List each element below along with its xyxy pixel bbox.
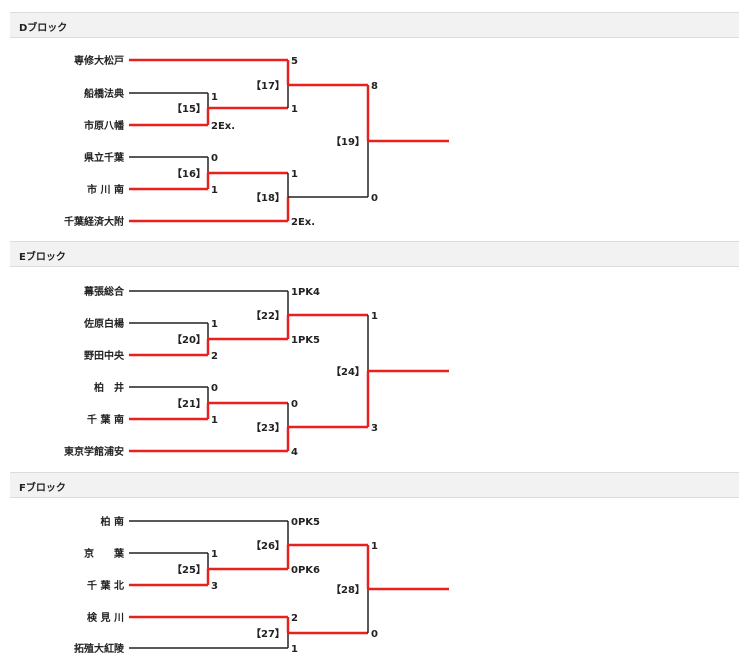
match-number: 【20】 — [172, 333, 206, 346]
score: 1PK5 — [291, 335, 320, 346]
team-label: 野田中央 — [84, 349, 125, 362]
score: 2Ex. — [291, 217, 315, 228]
score: 1 — [291, 169, 298, 180]
block-d-lines — [129, 58, 449, 223]
score: 2 — [291, 613, 298, 624]
team-label: 京 葉 — [84, 547, 125, 560]
team-label: 幕張総合 — [83, 285, 125, 298]
score: 5 — [291, 56, 298, 67]
score: 3 — [371, 423, 378, 434]
team-label: 船橋法典 — [84, 87, 124, 100]
score: 0 — [371, 193, 378, 204]
team-label: 拓殖大紅陵 — [74, 642, 125, 655]
match-number: 【23】 — [251, 421, 285, 434]
score: 1 — [211, 549, 218, 560]
block-e-header: Eブロック — [10, 241, 739, 267]
match-number: 【15】 — [172, 102, 206, 115]
block-f-header: Fブロック — [10, 472, 739, 498]
score: 0PK5 — [291, 517, 320, 528]
score: 1 — [211, 415, 218, 426]
score: 0 — [211, 153, 218, 164]
team-label: 県立千葉 — [84, 151, 125, 164]
block-e-text: 幕張総合 佐原白楊 野田中央 柏 井 千 葉 南 東京学館浦安 【20】 【21… — [64, 285, 378, 458]
match-number: 【27】 — [251, 627, 285, 640]
match-number: 【16】 — [172, 167, 206, 180]
team-label: 千 葉 南 — [87, 413, 124, 426]
match-number: 【28】 — [331, 583, 365, 596]
team-label: 佐原白楊 — [83, 317, 124, 330]
team-label: 柏 井 — [94, 381, 124, 394]
score: 4 — [291, 447, 298, 458]
score: 2 — [211, 351, 218, 362]
block-d-header: Dブロック — [10, 12, 739, 38]
score: 0 — [291, 399, 298, 410]
block-d-title: Dブロック — [19, 23, 68, 34]
match-number: 【17】 — [251, 79, 285, 92]
match-number: 【25】 — [172, 563, 206, 576]
team-label: 千葉経済大附 — [64, 215, 124, 228]
team-label: 千 葉 北 — [87, 579, 124, 592]
score: 1 — [291, 104, 298, 115]
block-f-title: Fブロック — [19, 483, 66, 494]
score: 8 — [371, 81, 378, 92]
team-label: 柏 南 — [101, 515, 124, 528]
block-f-text: 柏 南 京 葉 千 葉 北 検 見 川 拓殖大紅陵 【25】 【26】 【27】… — [74, 515, 378, 655]
score: 1PK4 — [291, 287, 320, 298]
score: 1 — [371, 541, 378, 552]
score: 1 — [211, 319, 218, 330]
score: 1 — [211, 92, 218, 103]
team-label: 市原八幡 — [84, 119, 125, 132]
team-label: 市 川 南 — [87, 183, 124, 196]
score: 0 — [211, 383, 218, 394]
score: 1 — [291, 644, 298, 655]
block-d-text: 専修大松戸 船橋法典 市原八幡 県立千葉 市 川 南 千葉経済大附 【15】 【… — [64, 54, 378, 228]
match-number: 【19】 — [331, 135, 365, 148]
team-label: 東京学館浦安 — [64, 445, 124, 458]
match-number: 【26】 — [251, 539, 285, 552]
score: 0 — [371, 629, 378, 640]
block-e-lines — [129, 290, 449, 453]
block-e-title: Eブロック — [19, 252, 66, 263]
match-number: 【24】 — [331, 365, 365, 378]
team-label: 検 見 川 — [87, 611, 124, 624]
team-label: 専修大松戸 — [74, 54, 124, 67]
match-number: 【22】 — [251, 309, 285, 322]
score: 0PK6 — [291, 565, 320, 576]
match-number: 【18】 — [251, 191, 285, 204]
block-f-lines — [129, 520, 449, 649]
match-number: 【21】 — [172, 397, 206, 410]
score: 3 — [211, 581, 218, 592]
score: 2Ex. — [211, 121, 235, 132]
score: 1 — [211, 185, 218, 196]
score: 1 — [371, 311, 378, 322]
